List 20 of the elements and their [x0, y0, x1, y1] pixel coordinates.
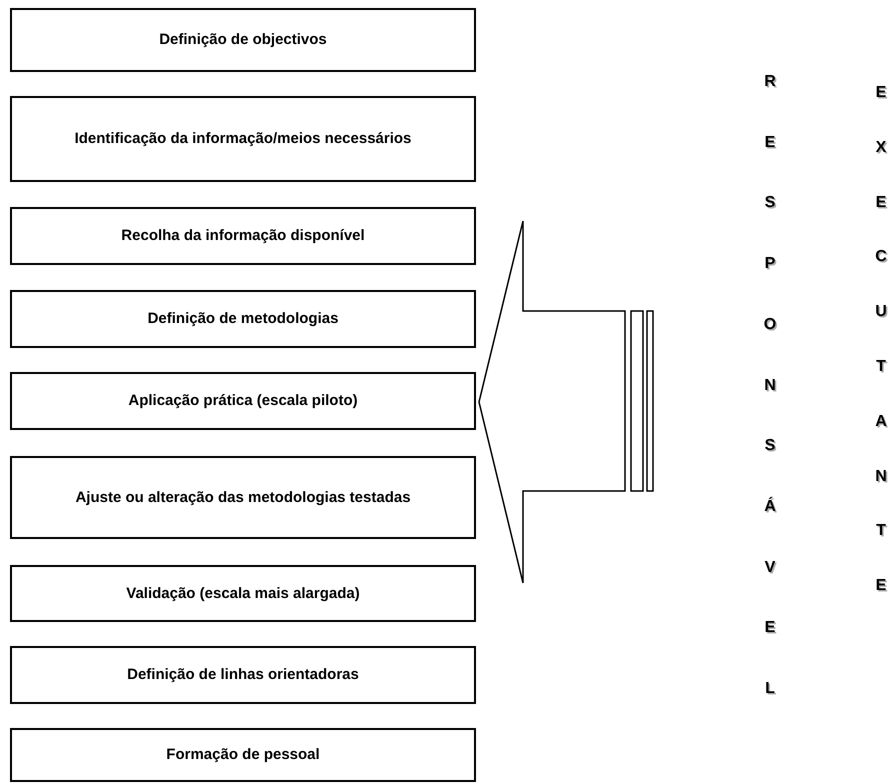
step-text: Recolha da informação disponível [121, 226, 365, 246]
process-box [10, 456, 476, 539]
process-box [10, 207, 476, 265]
process-box [10, 290, 476, 348]
process-box [10, 372, 476, 430]
step-text: Ajuste ou alteração das metodologias testadas [75, 488, 411, 508]
process-box [10, 728, 476, 782]
step-text: Definição de objectivos [159, 30, 327, 50]
process-box [10, 646, 476, 704]
step-text: Definição de metodologias [148, 309, 338, 329]
step-text: Validação (escala mais alargada) [126, 584, 360, 604]
vertical-label: EXECUTANTE [874, 83, 888, 596]
process-box [10, 8, 476, 72]
process-box [10, 565, 476, 622]
step-text: Identificação da informação/meios necessários [74, 129, 412, 149]
process-box [10, 96, 476, 182]
step-text: Definição de linhas orientadoras [127, 665, 359, 685]
step-text: Formação de pessoal [166, 745, 320, 765]
step-text: Aplicação prática (escala piloto) [128, 391, 358, 411]
vertical-label: RESPONSÁVEL [762, 72, 778, 700]
